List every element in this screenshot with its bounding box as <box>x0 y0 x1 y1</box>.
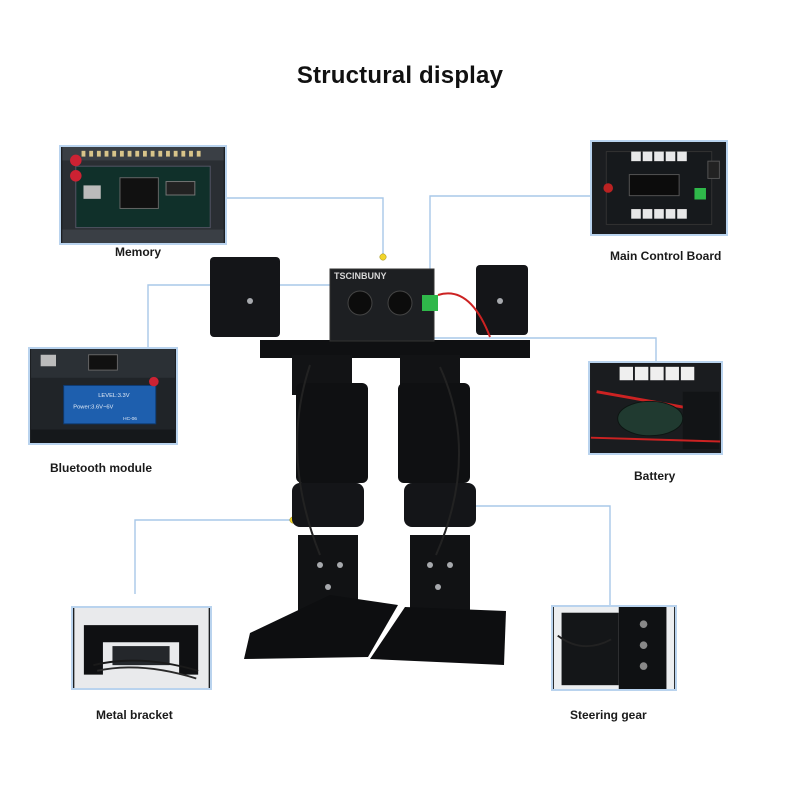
servo-label: Steering gear <box>570 708 647 722</box>
servo-photo <box>551 605 677 691</box>
bluetooth-module-icon: LEVEL:3.3V Power:3.6V~6V HC-06 <box>31 349 175 443</box>
biped-robot: TSCINBUNY <box>200 255 530 675</box>
battery-photo <box>588 361 723 455</box>
bluetooth-label: Bluetooth module <box>50 461 152 475</box>
memory-label: Memory <box>115 245 162 259</box>
bt-level-text: LEVEL:3.3V <box>98 393 129 399</box>
battery-label: Battery <box>634 469 676 483</box>
bt-model-text: HC-06 <box>123 416 137 422</box>
memory-photo <box>59 145 227 245</box>
servo-icon <box>553 607 675 689</box>
main-board-label: Main Control Board <box>610 249 722 263</box>
main-board-photo <box>590 140 728 236</box>
metal-bracket-icon <box>74 608 209 688</box>
battery-icon <box>590 363 721 453</box>
bracket-photo <box>71 606 212 690</box>
page-title: Structural display <box>296 62 504 89</box>
bluetooth-photo: LEVEL:3.3V Power:3.6V~6V HC-06 <box>28 347 178 445</box>
control-board-icon <box>592 142 726 234</box>
biped-robot-icon: TSCINBUNY <box>210 257 530 665</box>
memory-chip-icon <box>62 147 224 243</box>
robot-brand-text: TSCINBUNY <box>334 271 387 281</box>
bt-power-text: Power:3.6V~6V <box>73 404 113 410</box>
bracket-label: Metal bracket <box>96 708 173 722</box>
